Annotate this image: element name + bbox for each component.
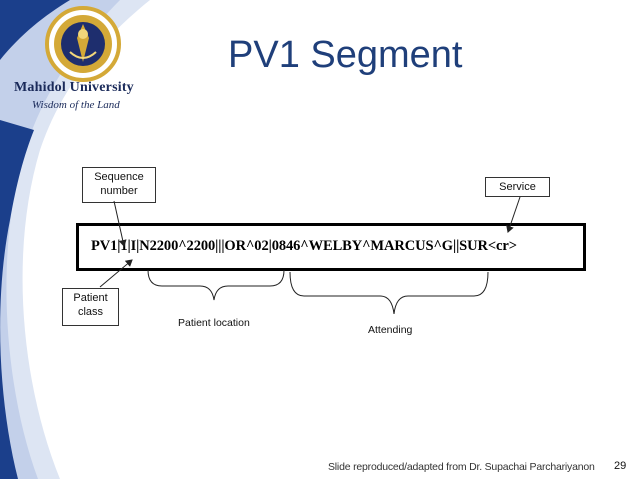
hl7-message-box: PV1|1|I|N2200^2200|||OR^02|0846^WELBY^MA…	[76, 223, 586, 271]
service-callout: Service	[485, 177, 550, 197]
patient-class-arrow	[99, 259, 133, 288]
page-number: 29	[614, 460, 627, 472]
sequence-number-arrow	[113, 200, 127, 247]
patient-location-label: Patient location	[178, 317, 250, 329]
service-arrow	[506, 196, 521, 233]
sequence-number-callout: Sequence number	[82, 167, 156, 203]
slide-title: PV1 Segment	[228, 34, 463, 76]
university-motto: Wisdom of the Land	[32, 99, 120, 111]
attending-brace	[289, 271, 489, 315]
service-label: Service	[499, 181, 536, 193]
slide-credit: Slide reproduced/adapted from Dr. Supach…	[328, 461, 595, 473]
patient-location-brace	[147, 269, 285, 301]
patient-class-label: Patient class	[73, 292, 108, 318]
attending-label: Attending	[368, 324, 413, 336]
patient-class-callout: Patient class	[62, 288, 119, 326]
sequence-number-label: Sequence number	[94, 171, 144, 197]
mahidol-seal-logo	[45, 6, 121, 82]
university-name: Mahidol University	[14, 80, 134, 95]
hl7-message-text: PV1|1|I|N2200^2200|||OR^02|0846^WELBY^MA…	[91, 238, 517, 254]
